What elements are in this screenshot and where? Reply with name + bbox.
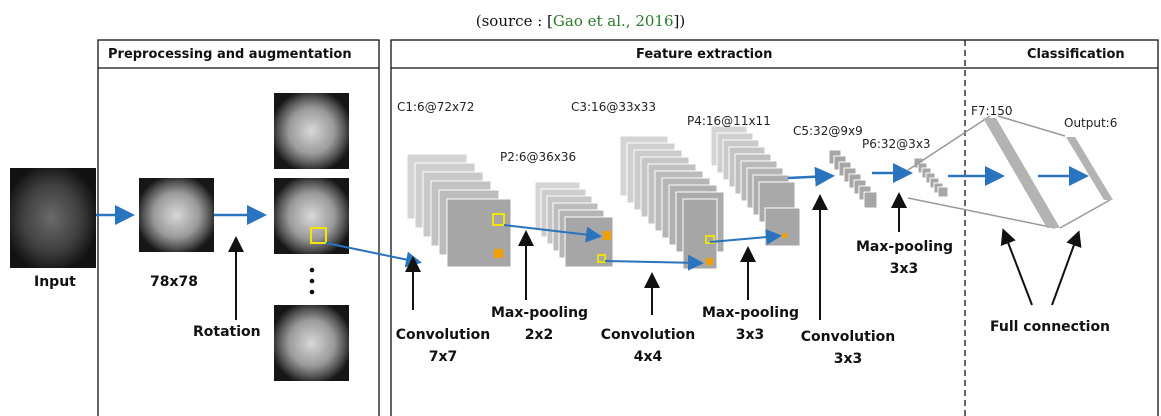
arrow-full-2 [1051, 230, 1082, 306]
p4-stack [710, 125, 801, 247]
preprocessing-title: Preprocessing and augmentation [108, 47, 352, 62]
arrow-patch-to-c1 [325, 242, 422, 268]
c1-stack [406, 153, 512, 268]
feature-extraction-title: Feature extraction [636, 47, 773, 62]
c1-label: C1:6@72x72 [397, 100, 475, 114]
c3-label: C3:16@33x33 [571, 100, 656, 114]
output-layer [1066, 137, 1113, 200]
arrow-c3-to-p4 [709, 229, 782, 246]
p2-label: P2:6@36x36 [500, 150, 577, 164]
p6-label: P6:32@3x3 [862, 137, 931, 151]
citation-link[interactable]: Gao et al., 2016 [552, 12, 674, 30]
dots [309, 267, 315, 273]
size-label: 78x78 [150, 274, 198, 290]
p6-stack [913, 157, 949, 198]
fc-layers [907, 115, 1113, 229]
c5-label: C5:32@9x9 [793, 124, 863, 138]
arrow-p2-to-c3 [604, 254, 704, 271]
arrow-p4-to-c5 [787, 166, 835, 187]
f7-label: F7:150 [971, 104, 1013, 118]
input-label: Input [34, 274, 76, 290]
figure-caption: (source : [Gao et al., 2016]) [475, 12, 686, 30]
f7-layer [983, 118, 1060, 228]
full-connection-label: Full connection [990, 319, 1111, 335]
classification-title: Classification [1027, 47, 1125, 62]
patch-highlight [310, 227, 327, 244]
rotation-label: Rotation [193, 324, 261, 340]
rotated-image-3 [274, 305, 349, 381]
rotated-image-1 [274, 93, 349, 169]
feature-classification-box [390, 39, 1159, 416]
p2-stack [534, 181, 614, 268]
output-label: Output:6 [1064, 116, 1118, 130]
c3-stack [619, 135, 725, 270]
input-image [10, 168, 96, 268]
arrow-full-1 [1000, 228, 1033, 306]
c5-stack [828, 149, 878, 209]
cropped-image [139, 178, 214, 252]
preprocessing-box [97, 39, 380, 416]
p4-label: P4:16@11x11 [687, 114, 771, 128]
arrow-c1-to-p2 [503, 224, 602, 243]
